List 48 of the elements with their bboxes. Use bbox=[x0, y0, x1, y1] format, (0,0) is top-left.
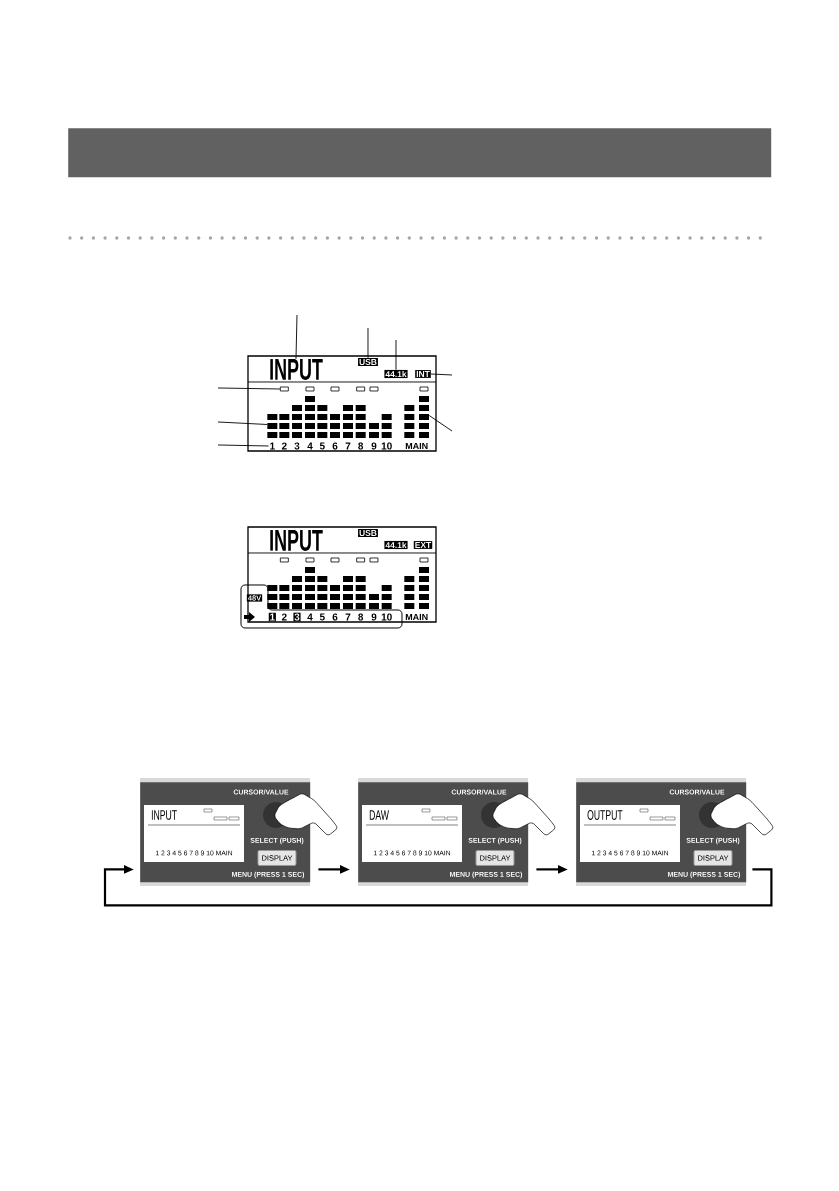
indicator-label: EXT bbox=[413, 541, 433, 549]
channel-number: 4 bbox=[307, 442, 313, 450]
mode-title: INPUT bbox=[270, 359, 323, 380]
channel-number: 2 bbox=[281, 442, 287, 450]
channel-number: 5 bbox=[319, 442, 325, 450]
indicator-label: 44.1k bbox=[384, 540, 408, 550]
channel-number: 1 bbox=[268, 612, 276, 622]
channel-number: 1 bbox=[270, 442, 275, 450]
control-panel bbox=[358, 778, 529, 886]
indicator-label: 44.1k bbox=[384, 369, 408, 379]
channel-number: 10 bbox=[381, 613, 392, 621]
meter-column bbox=[267, 414, 278, 438]
channel-number: 2 bbox=[281, 613, 287, 621]
channel-number: 7 bbox=[345, 442, 351, 450]
indicator-label: USB bbox=[358, 529, 378, 537]
control-panel bbox=[140, 778, 311, 886]
meter-column bbox=[419, 396, 429, 438]
leader-line bbox=[217, 444, 269, 447]
indicator-label: USB bbox=[358, 358, 378, 366]
channel-number: MAIN bbox=[405, 613, 428, 621]
leader-line bbox=[395, 339, 397, 371]
channel-number: 3 bbox=[293, 612, 301, 622]
channel-number: 5 bbox=[319, 613, 325, 621]
channel-number: 7 bbox=[345, 613, 351, 621]
indicator-label: INT bbox=[415, 370, 431, 378]
heading-band bbox=[68, 128, 772, 178]
channel-number: 8 bbox=[358, 613, 364, 621]
control-panel bbox=[576, 778, 747, 886]
arrow bbox=[103, 865, 773, 907]
leader-line bbox=[367, 327, 369, 359]
mode-title: DAW bbox=[369, 810, 389, 820]
mode-title: OUTPUT bbox=[587, 810, 623, 820]
peak-indicator bbox=[279, 386, 289, 392]
channel-number: 6 bbox=[332, 442, 338, 450]
channel-number: 4 bbox=[307, 613, 313, 621]
leader-line bbox=[217, 387, 281, 390]
channel-number: 10 bbox=[381, 442, 392, 450]
channel-number: 9 bbox=[371, 442, 377, 450]
leader-line bbox=[295, 314, 298, 360]
mode-title: INPUT bbox=[270, 530, 323, 551]
channel-number: 6 bbox=[332, 613, 338, 621]
channel-number: 8 bbox=[358, 442, 364, 450]
channel-number: 3 bbox=[294, 442, 300, 450]
leader-line bbox=[428, 415, 453, 432]
leader-line bbox=[217, 421, 268, 425]
mode-title: INPUT bbox=[151, 810, 177, 820]
channel-number: 9 bbox=[371, 613, 377, 621]
leader-line bbox=[430, 373, 453, 376]
